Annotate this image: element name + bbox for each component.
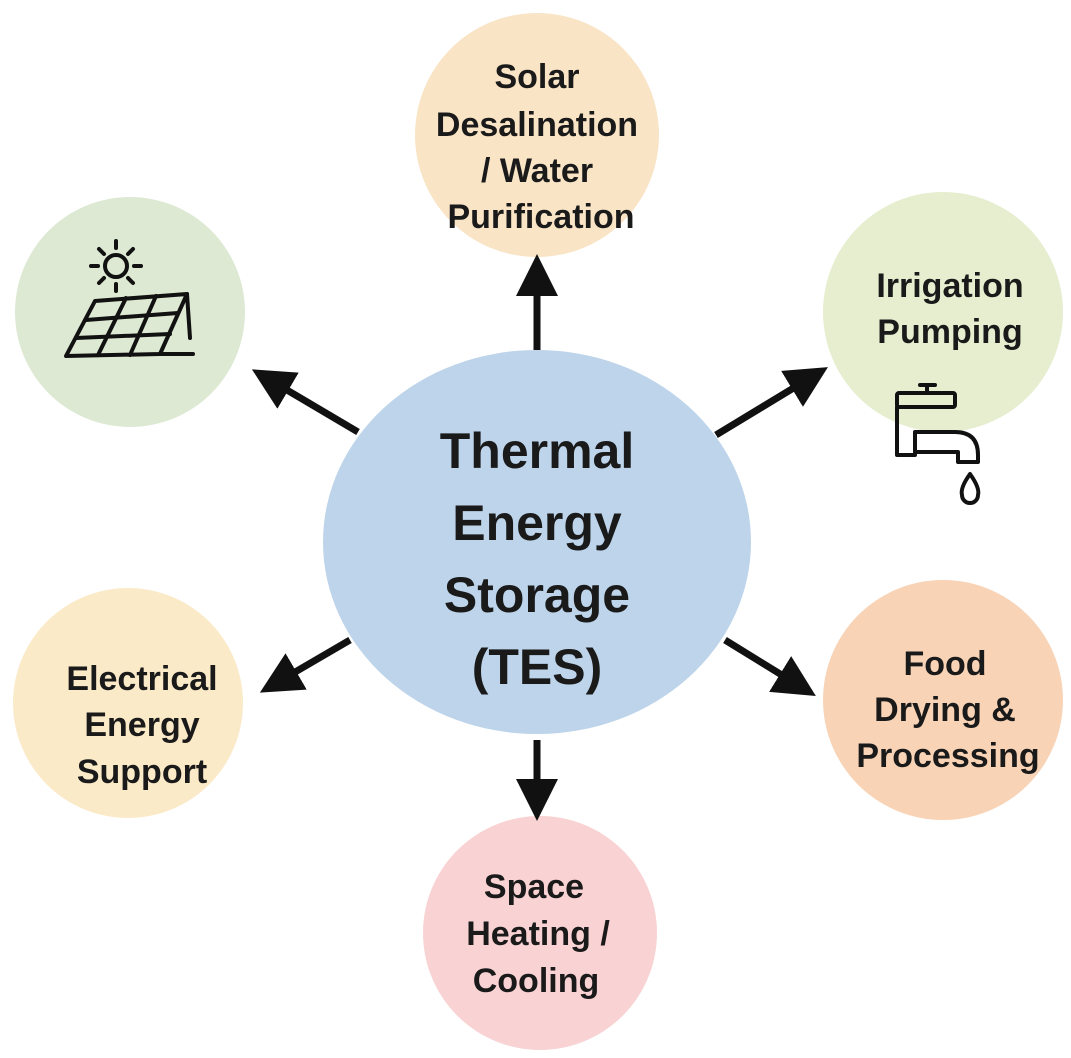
center-line-2: Energy — [452, 495, 622, 551]
desalination-line-1: Solar — [494, 58, 579, 96]
center-node — [323, 350, 751, 734]
node-desalination — [415, 13, 659, 257]
desalination-line-2: Desalination — [436, 106, 638, 144]
node-solar-pv — [15, 197, 245, 427]
arrow-to-food — [723, 637, 816, 697]
node-irrigation — [823, 192, 1063, 432]
electrical-line-2: Energy — [84, 706, 199, 744]
desalination-line-4: Purification — [447, 198, 634, 236]
irrigation-line-1: Irrigation — [876, 267, 1023, 305]
center-line-3: Storage — [444, 567, 630, 623]
electrical-line-1: Electrical — [66, 660, 217, 698]
faucet-icon — [895, 383, 981, 505]
electrical-line-3: Support — [77, 753, 207, 791]
center-line-1: Thermal — [440, 423, 635, 479]
space-line-3: Cooling — [473, 962, 600, 1000]
arrow-to-electrical — [259, 636, 352, 693]
node-space — [423, 816, 657, 1050]
arrow-to-irrigation — [714, 367, 828, 438]
center-line-4: (TES) — [472, 639, 603, 695]
solar-panel-icon — [64, 239, 195, 358]
space-line-1: Space — [484, 868, 584, 906]
node-electrical — [13, 588, 243, 818]
arrow-to-solar-pv — [251, 369, 360, 436]
food-line-2: Drying & — [874, 691, 1016, 729]
desalination-line-3: / Water — [481, 152, 593, 190]
space-line-2: Heating / — [466, 915, 610, 953]
food-line-3: Processing — [856, 737, 1039, 775]
food-line-1: Food — [903, 645, 986, 683]
irrigation-line-2: Pumping — [877, 313, 1022, 351]
node-food — [823, 580, 1063, 820]
